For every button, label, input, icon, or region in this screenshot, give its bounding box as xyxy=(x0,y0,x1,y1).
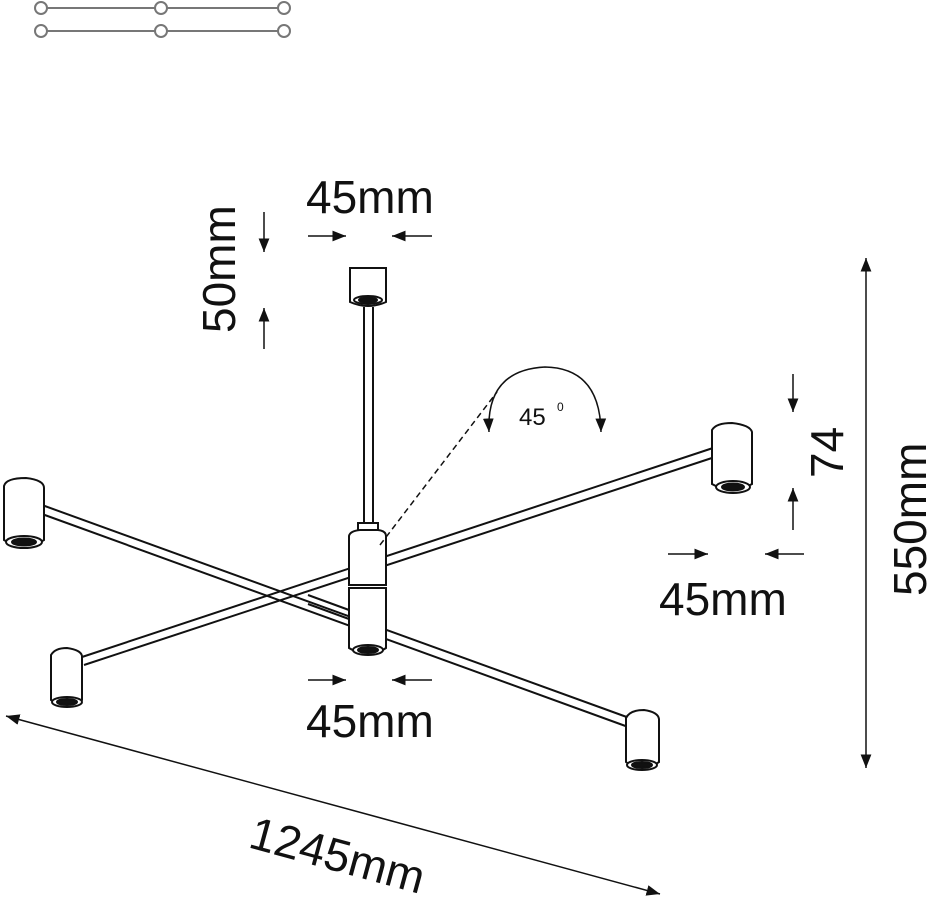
top-canopy-width-label: 45mm xyxy=(306,171,434,223)
central-hub xyxy=(348,529,387,656)
angle-reference-line xyxy=(379,391,498,546)
top-canopy-height-label: 50mm xyxy=(193,205,245,333)
right-arm-width-label: 45mm xyxy=(659,573,787,625)
spotlight-upper-right xyxy=(711,421,753,494)
angle-arc xyxy=(482,366,607,433)
center-width-label: 45mm xyxy=(306,695,434,747)
three-pole-light-variants-icon xyxy=(34,1,291,38)
dimension-arrows xyxy=(5,212,872,896)
arm-left-to-right-down xyxy=(41,504,636,729)
arm-height-label: 74 xyxy=(801,427,853,478)
angle-unit: 0 xyxy=(557,400,564,414)
angle-value: 45 xyxy=(519,404,546,431)
spotlight-lower-left xyxy=(50,646,83,708)
total-width-label: 1245mm xyxy=(244,806,430,903)
total-height-label: 550mm xyxy=(884,443,929,596)
angle-indicator xyxy=(379,366,607,546)
spotlight-lower-right xyxy=(625,708,660,771)
arm-left-up-to-right xyxy=(81,446,719,666)
ceiling-canopy xyxy=(349,267,387,307)
suspension-rod xyxy=(363,307,374,525)
total-width-line xyxy=(5,714,661,896)
spotlight-upper-left xyxy=(3,476,45,549)
